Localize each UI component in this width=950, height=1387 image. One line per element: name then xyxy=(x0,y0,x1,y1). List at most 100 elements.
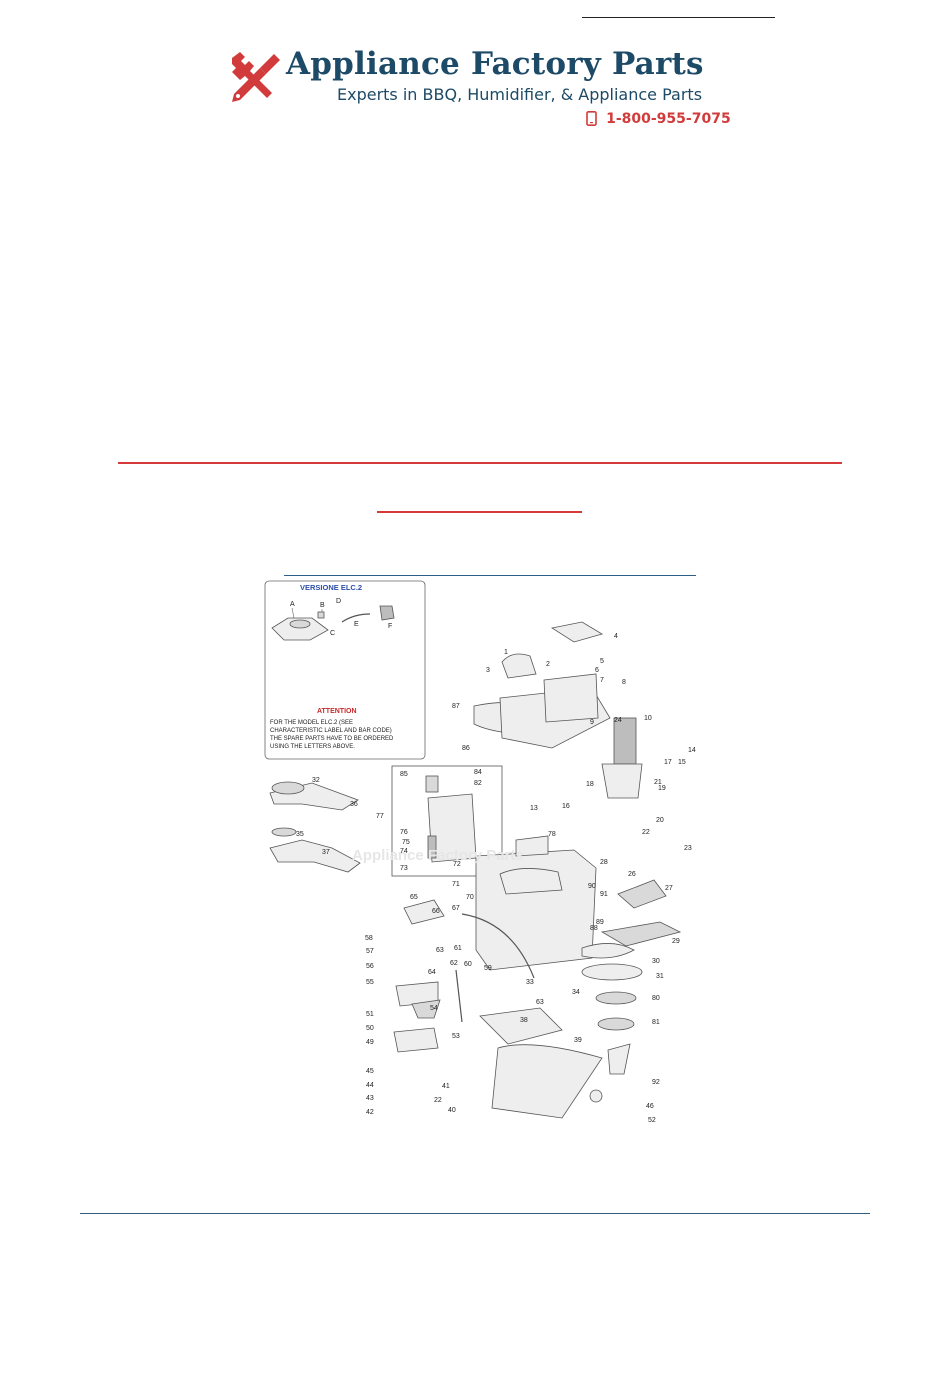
part-number-label: 10 xyxy=(644,715,652,722)
part-number-label: 30 xyxy=(652,958,660,965)
part-number-label: 46 xyxy=(646,1103,654,1110)
inset-letter: D xyxy=(336,598,341,605)
part-number-label: 74 xyxy=(400,848,408,855)
inset-elc2: VERSIONE ELC.2 A B C D E F ATTENTION FOR… xyxy=(264,580,426,760)
part-number-label: 77 xyxy=(376,813,384,820)
part-number-label: 80 xyxy=(652,995,660,1002)
part-number-label: 38 xyxy=(520,1017,528,1024)
part-number-label: 35 xyxy=(296,831,304,838)
brand-tagline: Experts in BBQ, Humidifier, & Appliance … xyxy=(337,85,703,104)
part-number-label: 7 xyxy=(600,677,604,684)
part-number-label: 27 xyxy=(665,885,673,892)
part-number-label: 4 xyxy=(614,633,618,640)
part-number-label: 55 xyxy=(366,979,374,986)
part-number-label: 34 xyxy=(572,989,580,996)
inset-letter: C xyxy=(330,630,335,637)
part-number-label: 31 xyxy=(656,973,664,980)
wrench-screwdriver-icon xyxy=(232,52,280,102)
part-number-label: 72 xyxy=(453,861,461,868)
part-number-label: 20 xyxy=(656,817,664,824)
part-number-label: 26 xyxy=(628,871,636,878)
part-number-label: 17 xyxy=(664,759,672,766)
part-number-label: 90 xyxy=(588,883,596,890)
red-divider-short xyxy=(377,511,582,513)
part-number-label: 44 xyxy=(366,1082,374,1089)
part-number-label: 70 xyxy=(466,894,474,901)
part-number-label: 15 xyxy=(678,759,686,766)
part-number-label: 14 xyxy=(688,747,696,754)
phone-number: 1-800-955-7075 xyxy=(606,110,731,127)
part-number-label: 19 xyxy=(658,785,666,792)
part-number-label: 6 xyxy=(595,667,599,674)
part-number-label: 50 xyxy=(366,1025,374,1032)
brand-name: Appliance Factory Parts xyxy=(286,46,704,82)
part-number-label: 36 xyxy=(350,801,358,808)
part-number-label: 21 xyxy=(654,779,662,786)
part-number-label: 73 xyxy=(400,865,408,872)
part-number-label: 54 xyxy=(430,1005,438,1012)
part-number-label: 75 xyxy=(402,839,410,846)
part-number-label: 86 xyxy=(462,745,470,752)
part-number-label: 32 xyxy=(312,777,320,784)
portafilter-group xyxy=(269,781,361,873)
part-number-label: 2 xyxy=(546,661,550,668)
part-number-label: 84 xyxy=(474,769,482,776)
part-number-label: 29 xyxy=(672,938,680,945)
attention-line: CHARACTERISTIC LABEL AND BAR CODE) xyxy=(270,728,392,734)
part-number-label: 66 xyxy=(432,908,440,915)
inset-letter: A xyxy=(290,601,295,608)
part-number-label: 65 xyxy=(410,894,418,901)
part-number-label: 57 xyxy=(366,948,374,955)
part-number-label: 71 xyxy=(452,881,460,888)
part-number-label: 43 xyxy=(366,1095,374,1102)
part-number-label: 63 xyxy=(536,999,544,1006)
part-number-label: 40 xyxy=(448,1107,456,1114)
part-number-label: 41 xyxy=(442,1083,450,1090)
part-number-label: 78 xyxy=(548,831,556,838)
part-number-label: 81 xyxy=(652,1019,660,1026)
phone-block[interactable]: 1-800-955-7075 xyxy=(586,108,731,128)
part-number-label: 42 xyxy=(366,1109,374,1116)
part-number-label: 5 xyxy=(600,658,604,665)
part-number-label: 88 xyxy=(590,925,598,932)
part-number-label: 28 xyxy=(600,859,608,866)
part-number-label: 23 xyxy=(684,845,692,852)
part-number-label: 39 xyxy=(574,1037,582,1044)
part-number-label: 63 xyxy=(436,947,444,954)
inset-letter: B xyxy=(320,602,325,609)
attention-line: USING THE LETTERS ABOVE. xyxy=(270,744,355,750)
part-number-label: 61 xyxy=(454,945,462,952)
part-number-label: 37 xyxy=(322,849,330,856)
part-number-label: 33 xyxy=(526,979,534,986)
footer-rule xyxy=(80,1213,870,1214)
part-number-label: 62 xyxy=(450,960,458,967)
part-number-label: 9 xyxy=(590,719,594,726)
part-number-label: 56 xyxy=(366,963,374,970)
part-number-label: 64 xyxy=(428,969,436,976)
inset-title: VERSIONE ELC.2 xyxy=(300,583,362,592)
inset-letter: E xyxy=(354,621,359,628)
part-number-label: 45 xyxy=(366,1068,374,1075)
part-number-label: 91 xyxy=(600,891,608,898)
diagram-watermark: Appliance Factory Parts xyxy=(352,847,524,864)
part-number-label: 76 xyxy=(400,829,408,836)
part-number-label: 8 xyxy=(622,679,626,686)
part-number-label: 24 xyxy=(614,717,622,724)
machine-body xyxy=(393,621,682,1119)
brand-logo[interactable]: Appliance Factory Parts Experts in BBQ, … xyxy=(226,46,736,130)
part-number-label: 85 xyxy=(400,771,408,778)
part-number-label: 13 xyxy=(530,805,538,812)
attention-title: ATTENTION xyxy=(317,708,357,715)
top-rule xyxy=(582,17,775,18)
diagram-svg: VERSIONE ELC.2 A B C D E F ATTENTION FOR… xyxy=(264,580,696,1124)
part-number-label: 16 xyxy=(562,803,570,810)
part-number-label: 53 xyxy=(452,1033,460,1040)
inset-letter: F xyxy=(388,623,392,630)
part-number-label: 59 xyxy=(484,965,492,972)
part-number-label: 3 xyxy=(486,667,490,674)
part-number-label: 49 xyxy=(366,1039,374,1046)
part-number-label: 82 xyxy=(474,780,482,787)
attention-line: THE SPARE PARTS HAVE TO BE ORDERED xyxy=(270,736,394,742)
blue-divider xyxy=(284,575,696,576)
attention-line: FOR THE MODEL ELC.2 (SEE xyxy=(270,720,353,726)
